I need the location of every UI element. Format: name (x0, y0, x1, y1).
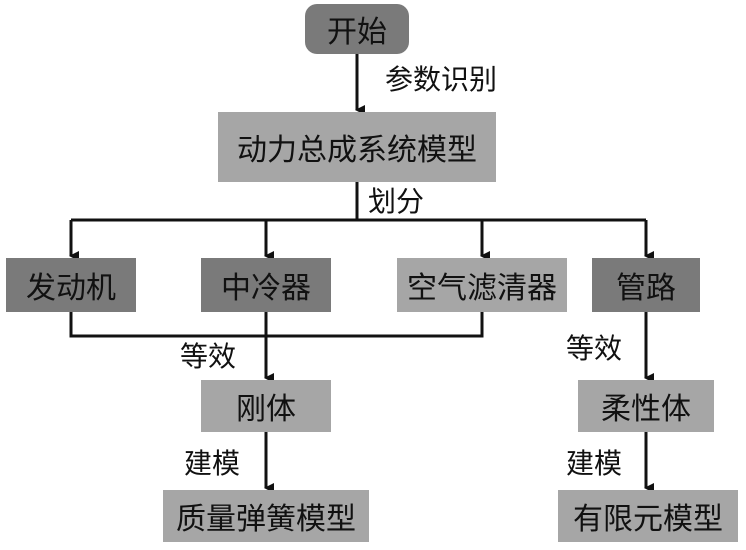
air-filter-label: 空气滤清器 (407, 271, 557, 306)
fem-model-node: 有限元模型 (558, 490, 738, 542)
pipeline-label: 管路 (616, 271, 676, 306)
flexible-body-label: 柔性体 (601, 392, 691, 427)
edge-label-modeling-left: 建模 (184, 447, 241, 480)
system-model-label: 动力总成系统模型 (237, 133, 477, 168)
flexible-body-node: 柔性体 (578, 380, 714, 432)
edge-label-divide: 划分 (368, 185, 425, 218)
pipeline-node: 管路 (592, 258, 700, 312)
merge-line (69, 312, 484, 338)
rigid-body-label: 刚体 (236, 392, 296, 427)
edge-label-equivalent-left: 等效 (180, 340, 237, 373)
edge-label-modeling-right: 建模 (566, 447, 623, 480)
engine-node: 发动机 (6, 258, 136, 312)
intercooler-label: 中冷器 (221, 271, 311, 306)
engine-label: 发动机 (26, 271, 116, 306)
system-model-node: 动力总成系统模型 (218, 112, 496, 182)
start-node-label: 开始 (327, 15, 387, 50)
start-node: 开始 (305, 4, 409, 54)
fem-model-label: 有限元模型 (573, 502, 723, 537)
mass-spring-model-node: 质量弹簧模型 (163, 490, 369, 542)
edge-label-param-identification: 参数识别 (385, 63, 498, 96)
air-filter-node: 空气滤清器 (397, 258, 567, 312)
mass-spring-model-label: 质量弹簧模型 (176, 502, 356, 537)
intercooler-node: 中冷器 (201, 258, 331, 312)
rigid-body-node: 刚体 (201, 380, 331, 432)
edge-label-equivalent-right: 等效 (566, 332, 623, 365)
